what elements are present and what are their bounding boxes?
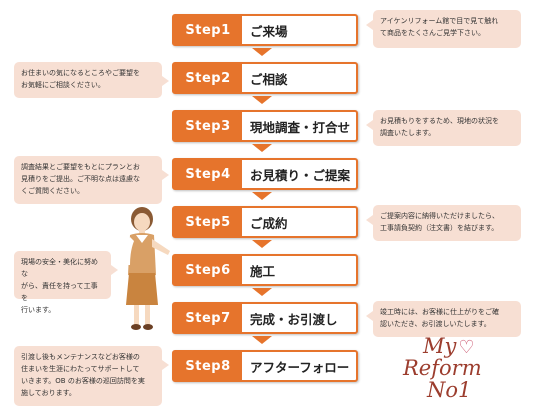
note-step4: 調査結果とご要望をもとにプランとお 見積りをご提出。ご不明な点は遠慮な くご質問… xyxy=(14,156,169,204)
logo-line-3: No1 xyxy=(427,378,472,402)
step-2: Step2 ご相談 xyxy=(172,62,358,94)
step-number: Step4 xyxy=(174,160,242,188)
step-number: Step1 xyxy=(174,16,242,44)
step-1: Step1 ご来場 xyxy=(172,14,358,46)
note-step6: 現場の安全・美化に努めな がら、責任を持って工事を 行います。 xyxy=(14,251,118,314)
step-title: ご来場 xyxy=(250,23,288,39)
note-step5: ご提案内容に納得いただけましたら、 工事請負契約（注文書）を結びます。 xyxy=(366,205,521,241)
step-7: Step7 完成・お引渡し xyxy=(172,302,358,334)
note-step1: アイケンリフォーム館で目で見て触れ て商品をたくさんご見学下さい。 xyxy=(366,10,521,48)
step-4: Step4 お見積り・ご提案 xyxy=(172,158,358,190)
down-arrow-icon xyxy=(252,336,272,344)
down-arrow-icon xyxy=(252,240,272,248)
step-title: 完成・お引渡し xyxy=(250,311,338,327)
note-step2: お住まいの気になるところやご要望を お気軽にご相談ください。 xyxy=(14,62,169,98)
down-arrow-icon xyxy=(252,192,272,200)
step-8: Step8 アフターフォロー xyxy=(172,350,358,382)
down-arrow-icon xyxy=(252,96,272,104)
step-title: アフターフォロー xyxy=(250,359,350,375)
step-3: Step3 現地調査・打合せ xyxy=(172,110,358,142)
down-arrow-icon xyxy=(252,144,272,152)
step-6: Step6 施工 xyxy=(172,254,358,286)
logo-line-1: My♡ xyxy=(423,334,475,358)
down-arrow-icon xyxy=(252,288,272,296)
woman-illustration xyxy=(125,207,170,330)
step-title: ご相談 xyxy=(250,71,288,87)
step-title: 施工 xyxy=(250,263,276,279)
note-step3: お見積もりをするため、現地の状況を 調査いたします。 xyxy=(366,110,521,146)
step-title: お見積り・ご提案 xyxy=(250,167,351,183)
step-title: 現地調査・打合せ xyxy=(250,119,351,135)
step-number: Step2 xyxy=(174,64,242,92)
note-step7: 竣工時には、お客様に仕上がりをご確 認いただき、お引渡しいたします。 xyxy=(366,301,521,337)
step-number: Step5 xyxy=(174,208,242,236)
logo-line-2: Reform xyxy=(403,356,482,380)
step-number: Step7 xyxy=(174,304,242,332)
step-title: ご成約 xyxy=(250,215,288,231)
step-number: Step8 xyxy=(174,352,242,380)
my-reform-no1-logo: My♡ Reform No1 xyxy=(395,335,520,407)
note-step8: 引渡し後もメンテナンスなどお客様の 住まいを生涯にわたってサポートして いきます… xyxy=(14,346,169,406)
step-5: Step5 ご成約 xyxy=(172,206,358,238)
step-number: Step3 xyxy=(174,112,242,140)
heart-icon: ♡ xyxy=(458,337,475,358)
down-arrow-icon xyxy=(252,48,272,56)
step-number: Step6 xyxy=(174,256,242,284)
